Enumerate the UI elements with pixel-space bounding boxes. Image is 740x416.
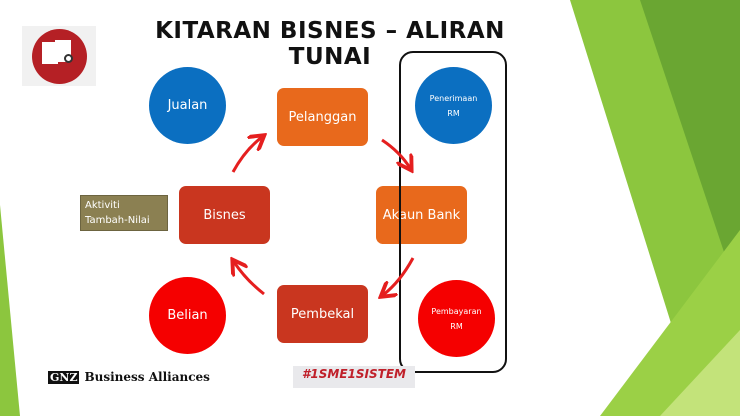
node-pembekal-label: Pembekal xyxy=(290,306,355,322)
node-pelanggan: Pelanggan xyxy=(277,88,368,146)
cash-flow-highlight-frame xyxy=(399,51,507,373)
campaign-text: #1SME1SISTEM xyxy=(302,367,406,381)
label-aktiviti-line2: Tambah-Nilai xyxy=(85,215,150,226)
node-bisnes-label: Bisnes xyxy=(203,207,246,223)
arrow-akaun-to-pembekal xyxy=(383,257,415,295)
node-akaun-bank-label: Akaun Bank xyxy=(382,207,461,223)
label-aktiviti-line1: Aktiviti xyxy=(85,200,120,211)
node-bisnes: Bisnes xyxy=(179,186,270,244)
node-jualan: Jualan xyxy=(149,67,226,144)
node-belian-label: Belian xyxy=(167,308,208,323)
node-pembekal: Pembekal xyxy=(277,285,368,343)
report-icon-logo xyxy=(22,26,96,86)
node-pembayaran-currency: RM xyxy=(450,321,463,331)
node-akaun-bank: Akaun Bank xyxy=(376,186,467,244)
node-jualan-label: Jualan xyxy=(167,98,208,113)
node-belian: Belian xyxy=(149,277,226,354)
node-penerimaan-currency: RM xyxy=(447,108,460,118)
gnz-business-alliances-logo: GNZ Business Alliances xyxy=(48,370,210,384)
node-penerimaan-label: Penerimaan xyxy=(429,93,478,103)
gnz-mark: GNZ xyxy=(48,370,80,384)
node-pelanggan-label: Pelanggan xyxy=(288,109,357,125)
arrow-pelanggan-to-akaun xyxy=(381,138,410,168)
arrow-pembekal-to-bisnes xyxy=(234,262,265,296)
page-title: KITARAN BISNES – ALIRAN TUNAI xyxy=(155,18,505,70)
node-pembayaran-label: Pembayaran xyxy=(431,306,482,316)
company-name: Business Alliances xyxy=(84,370,210,384)
campaign-logo: #1SME1SISTEM xyxy=(293,366,415,388)
arrow-bisnes-to-pelanggan xyxy=(231,137,262,173)
